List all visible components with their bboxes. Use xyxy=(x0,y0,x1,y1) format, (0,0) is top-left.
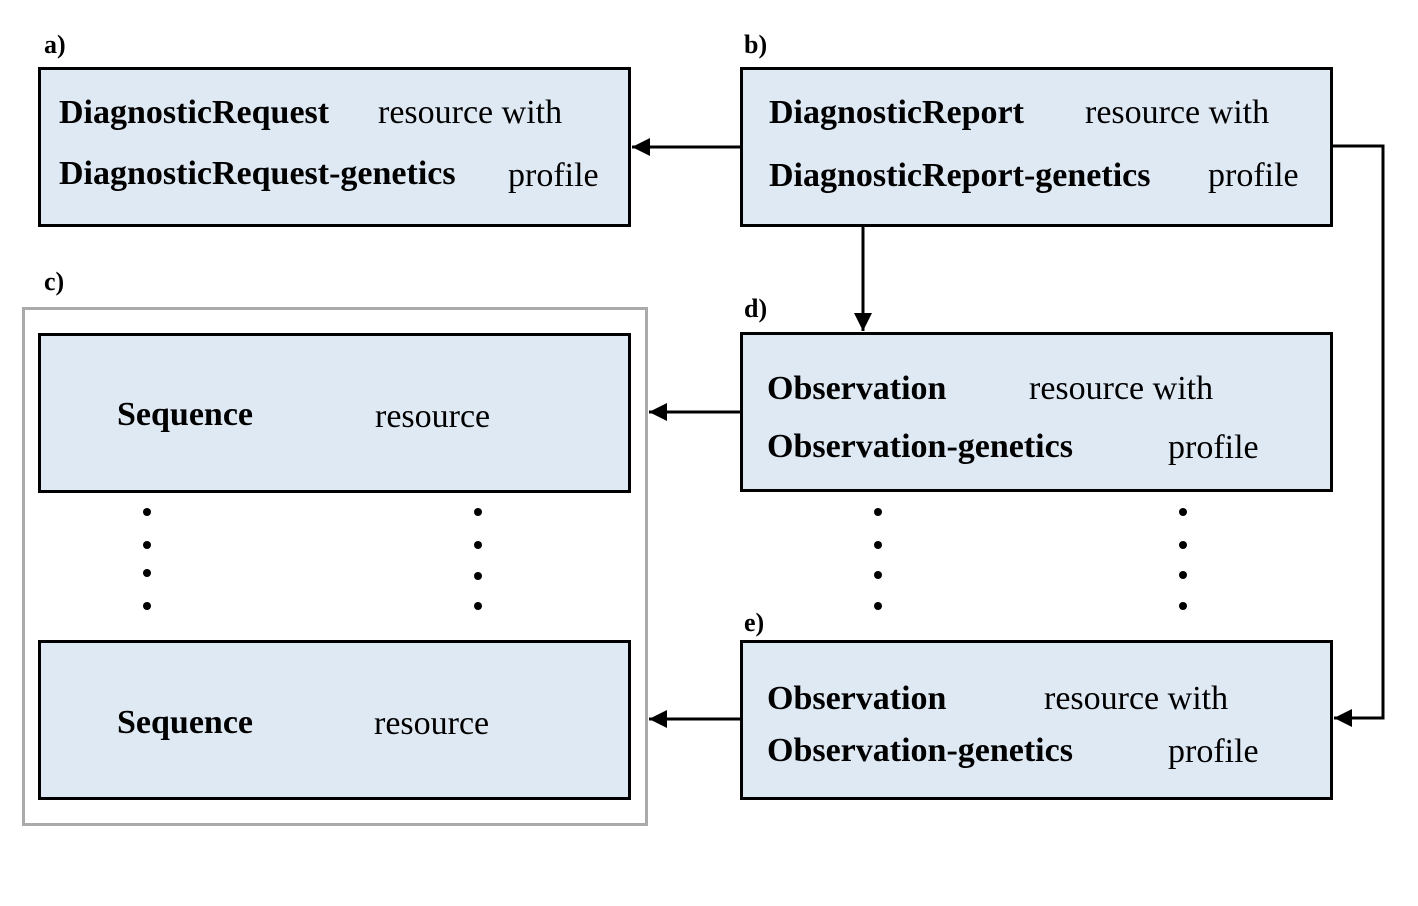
diagnostic-report-box: DiagnosticReport resource with Diagnosti… xyxy=(740,67,1333,227)
panel-label-c: c) xyxy=(44,267,65,296)
observation-d-title: Observation xyxy=(767,370,947,407)
observation-box-d: Observation resource with Observation-ge… xyxy=(740,332,1333,492)
observation-e-profile-name: Observation-genetics xyxy=(767,732,1073,769)
panel-label-a: a) xyxy=(44,30,66,59)
sequence-box-2: Sequence resource xyxy=(38,640,631,800)
observation-box-e: Observation resource with Observation-ge… xyxy=(740,640,1333,800)
diagnostic-report-suffix: resource with xyxy=(1085,94,1270,131)
diagnostic-report-profile-name: DiagnosticReport-genetics xyxy=(769,157,1151,194)
observation-e-suffix: resource with xyxy=(1044,680,1229,717)
sequence-1-suffix: resource xyxy=(375,398,491,435)
diagnostic-report-title: DiagnosticReport xyxy=(769,94,1024,131)
sequence-group xyxy=(22,307,648,826)
observation-d-profile-suffix: profile xyxy=(1168,429,1259,466)
diagnostic-request-title: DiagnosticRequest xyxy=(59,94,330,131)
diagnostic-request-profile-name: DiagnosticRequest-genetics xyxy=(59,155,456,192)
panel-label-e: e) xyxy=(744,608,765,637)
panel-label-b: b) xyxy=(744,30,768,59)
observation-e-title: Observation xyxy=(767,680,947,717)
observation-e-profile-suffix: profile xyxy=(1168,733,1259,770)
diagnostic-request-profile-suffix: profile xyxy=(508,157,599,194)
diagnostic-request-suffix: resource with xyxy=(378,94,563,131)
diagnostic-report-profile-suffix: profile xyxy=(1208,157,1299,194)
sequence-1-title: Sequence xyxy=(117,396,253,433)
arrow-report-to-observation-e xyxy=(1333,144,1385,727)
panel-label-d: d) xyxy=(744,294,768,323)
observation-d-profile-name: Observation-genetics xyxy=(767,428,1073,465)
sequence-2-title: Sequence xyxy=(117,704,253,741)
observation-d-suffix: resource with xyxy=(1029,370,1214,407)
sequence-2-suffix: resource xyxy=(374,705,490,742)
diagnostic-request-box: DiagnosticRequest resource with Diagnost… xyxy=(38,67,631,227)
sequence-box-1: Sequence resource xyxy=(38,333,631,493)
